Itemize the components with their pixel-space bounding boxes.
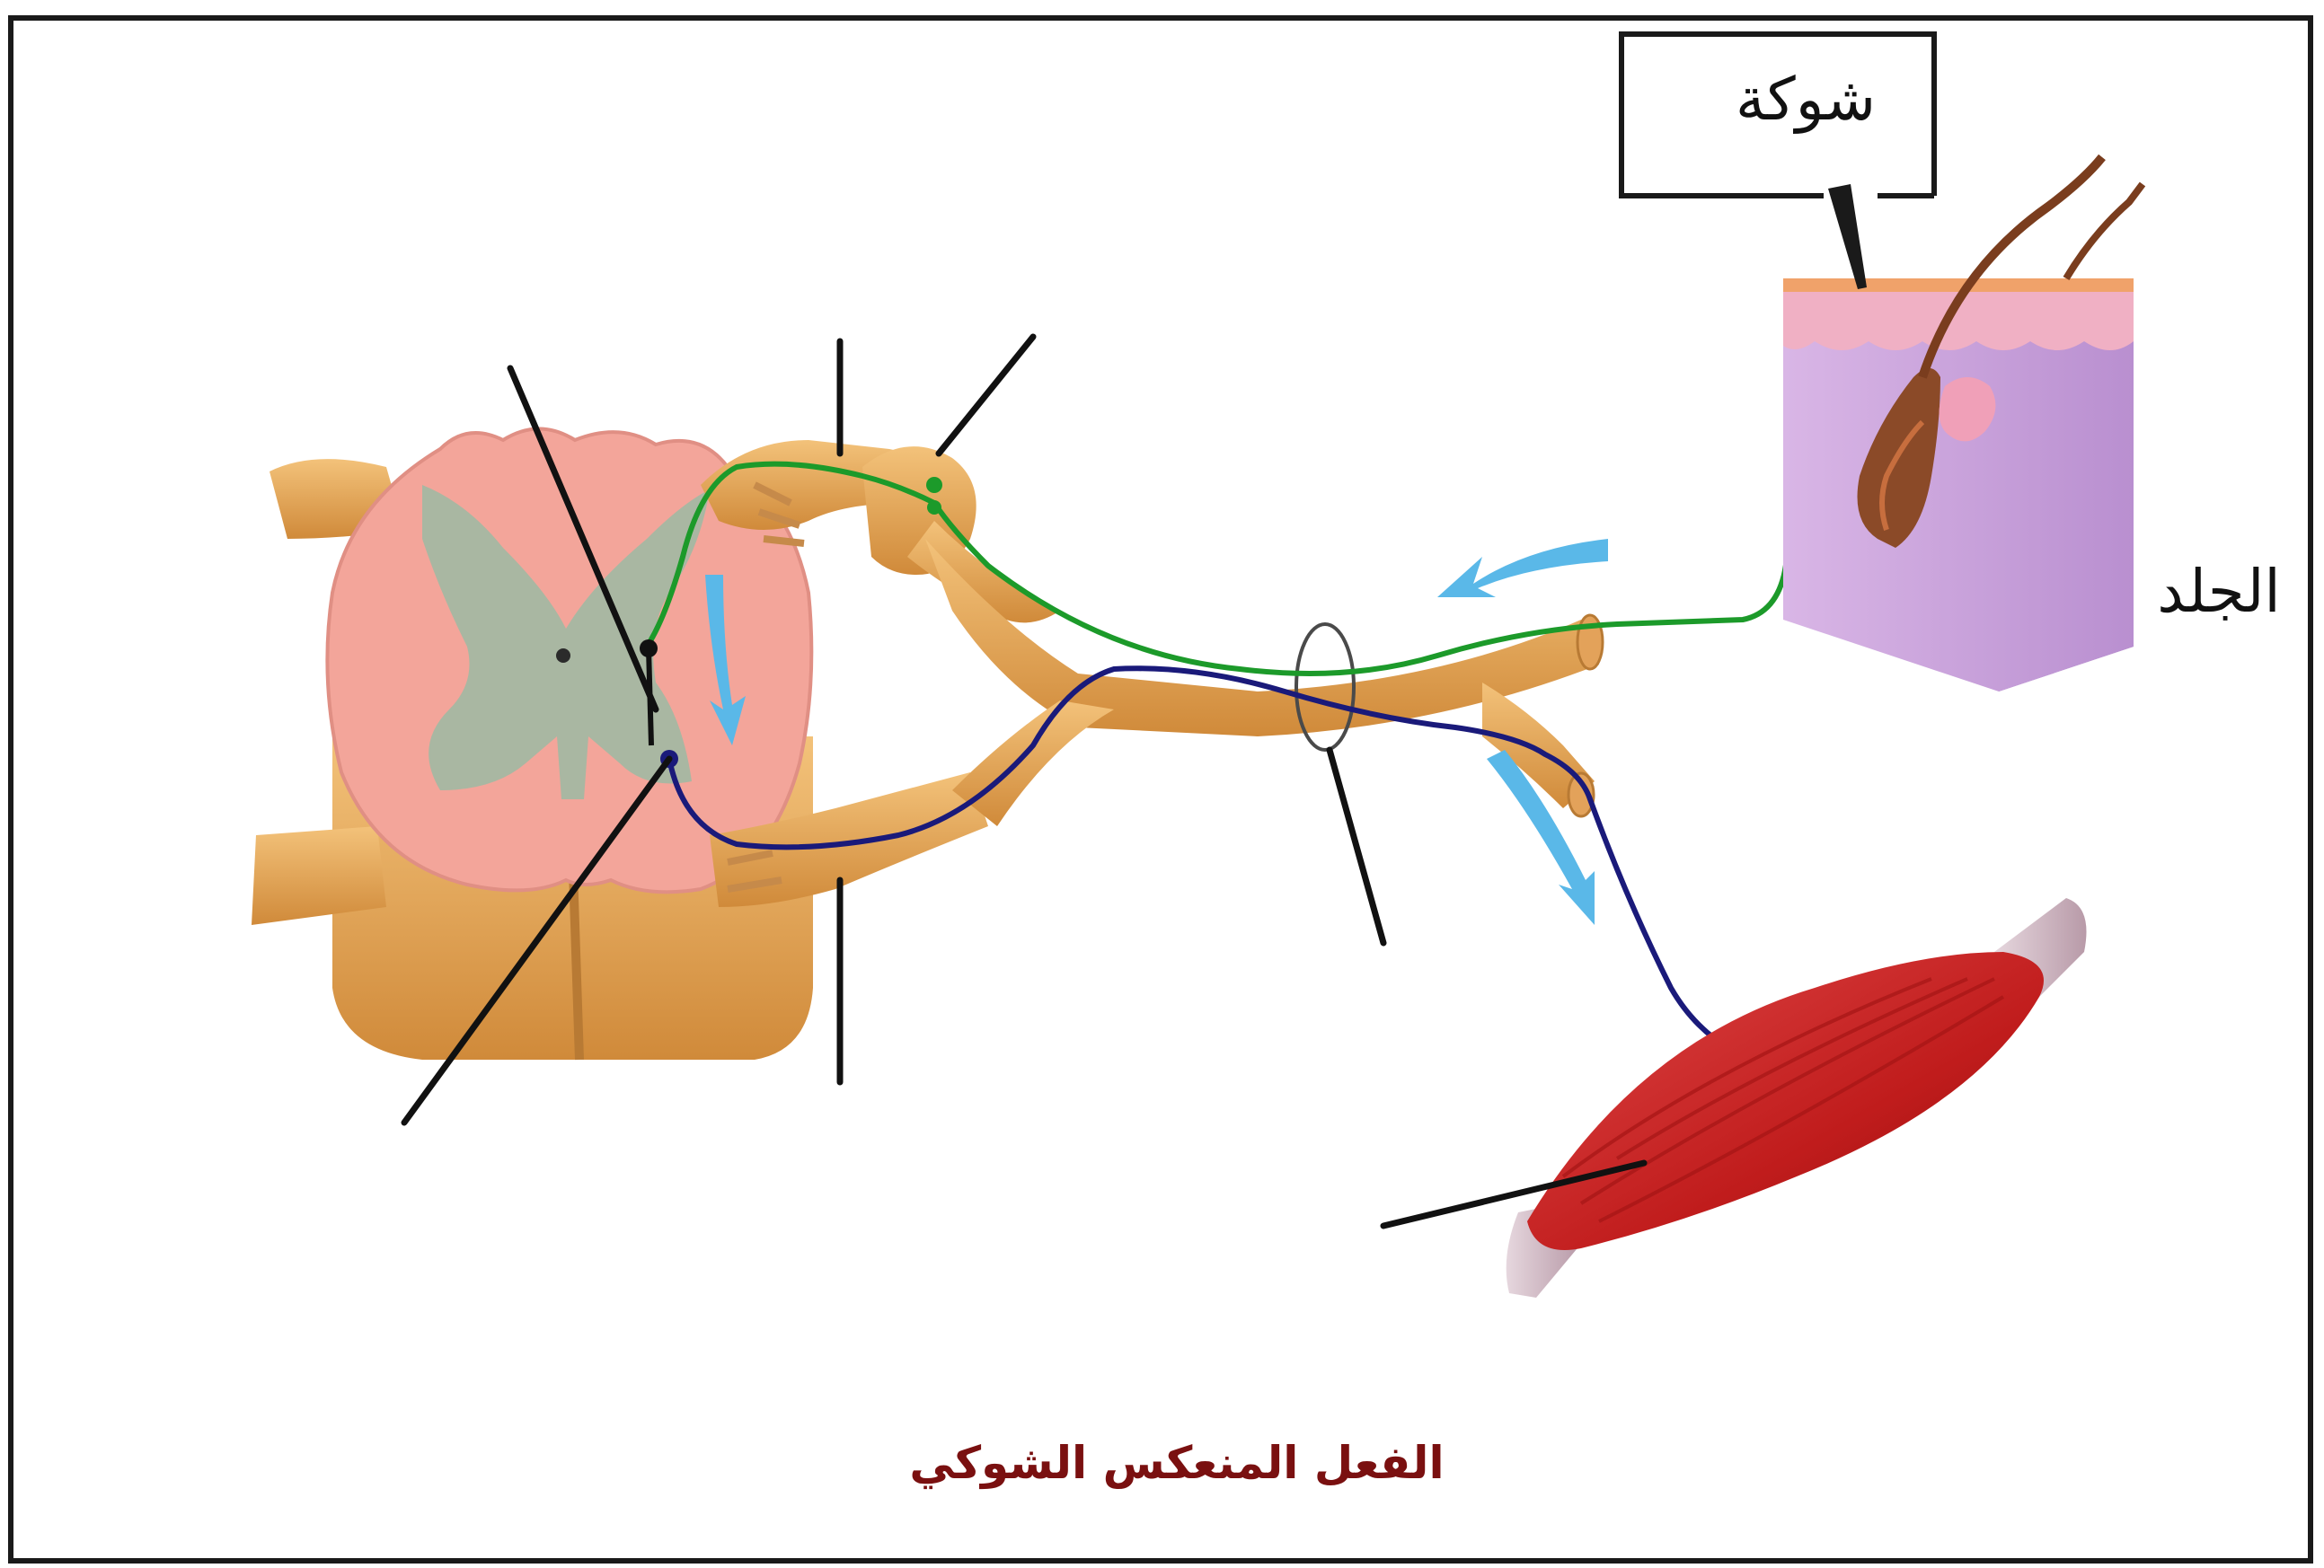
arrow-sensory-in: [1437, 539, 1608, 597]
skin-label: الجلد: [2138, 557, 2300, 626]
thorn: [1828, 184, 1867, 289]
skin-block: [1783, 157, 2143, 692]
muscle-belly: [1527, 952, 2044, 1250]
muscle: [1507, 898, 2087, 1298]
spine-label: شوكة: [1689, 65, 1922, 134]
leader-line-ganglion: [939, 337, 1033, 454]
hair-shaft-2: [2066, 184, 2143, 278]
diagram-caption: الفعل المنعكس الشوكي: [809, 1437, 1545, 1489]
spinal-nerve: [862, 446, 1603, 826]
leader-line-spinal-nerve: [1330, 750, 1383, 943]
